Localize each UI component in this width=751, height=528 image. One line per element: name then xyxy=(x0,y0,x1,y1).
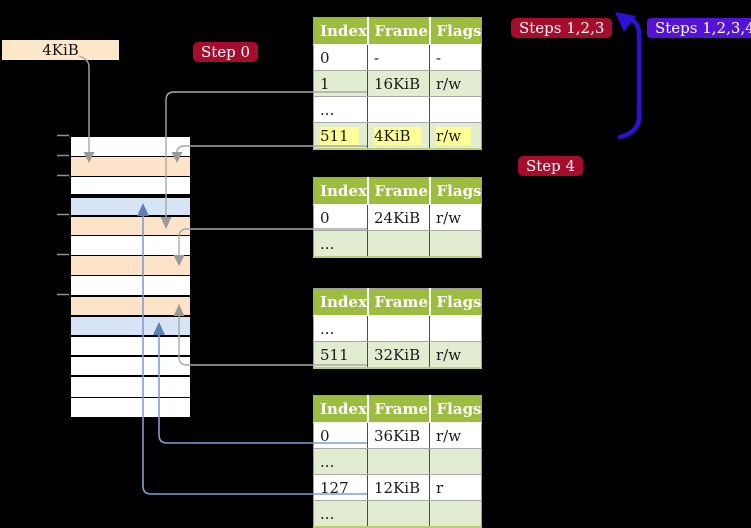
cell-index: 1 xyxy=(313,70,368,97)
table-row-highlighted: 511 4KiB r/w xyxy=(313,122,482,150)
memory-row-white xyxy=(71,357,190,375)
cell-frame: 36KiB xyxy=(367,422,430,449)
memory-row-white xyxy=(71,177,190,194)
cell-index: 511 xyxy=(313,122,368,150)
cell-flags: r xyxy=(429,474,482,501)
table-row: 0 36KiB r/w xyxy=(313,422,482,449)
cell-frame: 16KiB xyxy=(367,70,430,97)
memory-row-white xyxy=(71,236,190,255)
cell-flags: r/w xyxy=(429,70,482,97)
memory-row-blue xyxy=(71,198,190,215)
table-row: ... xyxy=(313,500,482,528)
cell-frame xyxy=(367,500,430,528)
cell-frame xyxy=(367,96,430,123)
memory-row-wheat xyxy=(71,157,190,176)
cell-frame xyxy=(367,315,430,342)
highlight: 511 xyxy=(320,126,359,145)
col-header-flags: Flags xyxy=(429,288,482,316)
table-row: 1 16KiB r/w xyxy=(313,70,482,97)
table-row: 0 - - xyxy=(313,44,482,71)
cell-index: ... xyxy=(313,448,368,475)
cell-flags: r/w xyxy=(429,204,482,231)
badge-step-4: Step 4 xyxy=(518,156,584,176)
page-table-2: Index Frame Flags 0 24KiB r/w ... xyxy=(313,177,482,258)
badge-steps-1-2-3: Steps 1,2,3 xyxy=(511,18,613,38)
table-row: ... xyxy=(313,448,482,475)
cell-flags: r/w xyxy=(429,422,482,449)
memory-row-wheat xyxy=(71,297,190,315)
cell-index: 0 xyxy=(313,44,368,71)
cell-frame: 32KiB xyxy=(367,341,430,369)
col-header-flags: Flags xyxy=(429,395,482,423)
col-header-index: Index xyxy=(313,288,369,316)
cell-flags: - xyxy=(429,44,482,71)
cell-flags: r/w xyxy=(429,341,482,369)
cell-flags xyxy=(429,96,482,123)
memory-row-white xyxy=(71,337,190,355)
cell-frame: 12KiB xyxy=(367,474,430,501)
memory-row-white xyxy=(71,276,190,295)
cell-index: ... xyxy=(313,96,368,123)
cell-flags: r/w xyxy=(429,122,482,150)
col-header-index: Index xyxy=(313,395,369,423)
cell-index: 511 xyxy=(313,341,368,369)
cell-frame: - xyxy=(367,44,430,71)
page-table-3: Index Frame Flags ... 511 32KiB r/w xyxy=(313,288,482,369)
col-header-frame: Frame xyxy=(367,288,431,316)
arrowhead-up-left-icon xyxy=(615,12,636,32)
col-header-index: Index xyxy=(313,177,369,205)
recursive-loop-arrow xyxy=(617,15,642,140)
table-row: ... xyxy=(313,96,482,123)
col-header-index: Index xyxy=(313,17,369,45)
memory-row-blue xyxy=(71,317,190,335)
cell-frame: 24KiB xyxy=(367,204,430,231)
table-header-row: Index Frame Flags xyxy=(313,395,482,423)
cell-flags xyxy=(429,500,482,528)
page-table-4: Index Frame Flags 0 36KiB r/w ... 127 12… xyxy=(313,395,482,528)
cell-index: 0 xyxy=(313,204,368,231)
cell-index: 0 xyxy=(313,422,368,449)
table-header-row: Index Frame Flags xyxy=(313,288,482,316)
table-row: ... xyxy=(313,230,482,258)
col-header-flags: Flags xyxy=(429,17,482,45)
cell-index: ... xyxy=(313,315,368,342)
col-header-frame: Frame xyxy=(367,17,431,45)
table-row: 511 32KiB r/w xyxy=(313,341,482,369)
table-header-row: Index Frame Flags xyxy=(313,17,482,45)
page-table-1: Index Frame Flags 0 - - 1 16KiB r/w ... … xyxy=(313,17,482,150)
memory-row-white xyxy=(71,398,190,417)
cell-frame: 4KiB xyxy=(367,122,430,150)
cell-flags xyxy=(429,315,482,342)
cell-index: ... xyxy=(313,230,368,258)
table-row: 0 24KiB r/w xyxy=(313,204,482,231)
cell-frame xyxy=(367,448,430,475)
memory-row-white xyxy=(71,377,190,397)
col-header-frame: Frame xyxy=(367,395,431,423)
cell-frame xyxy=(367,230,430,258)
memory-tick-marks xyxy=(57,134,69,296)
physical-memory-strip xyxy=(71,137,190,417)
cell-flags xyxy=(429,448,482,475)
table-row: ... xyxy=(313,315,482,342)
table-row: 127 12KiB r xyxy=(313,474,482,501)
memory-row-white xyxy=(71,137,190,156)
badge-steps-1-2-3-4: Steps 1,2,3,4 xyxy=(647,18,751,38)
cell-index: 127 xyxy=(313,474,368,501)
badge-step-0: Step 0 xyxy=(193,42,259,62)
memory-row-wheat xyxy=(71,217,190,235)
memory-row-wheat xyxy=(71,256,190,275)
frame-size-label: 4KiB xyxy=(2,40,119,60)
cell-flags xyxy=(429,230,482,258)
col-header-flags: Flags xyxy=(429,177,482,205)
highlight: r/w xyxy=(436,126,472,145)
cell-index: ... xyxy=(313,500,368,528)
highlight: 4KiB xyxy=(374,126,421,145)
col-header-frame: Frame xyxy=(367,177,431,205)
table-header-row: Index Frame Flags xyxy=(313,177,482,205)
